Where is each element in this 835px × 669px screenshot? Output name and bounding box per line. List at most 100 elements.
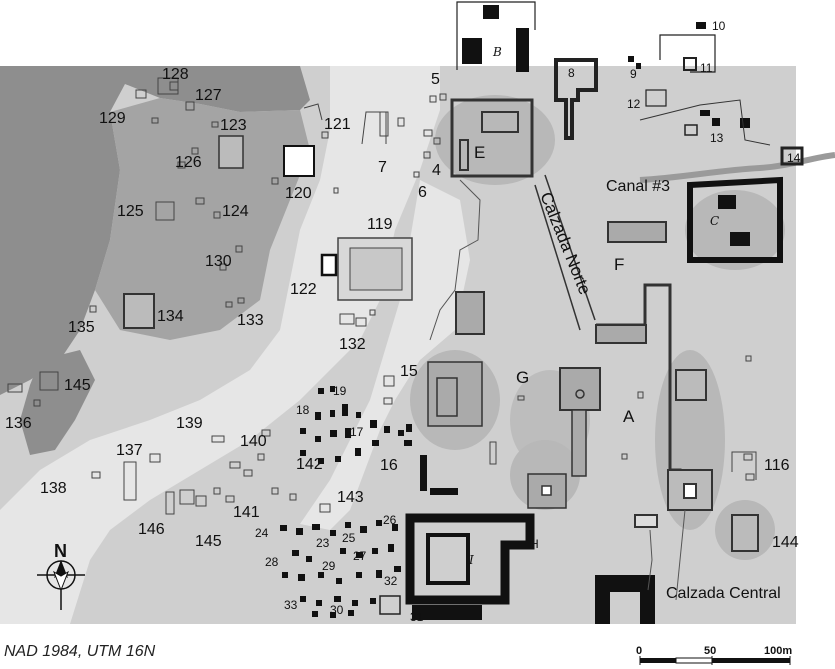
coordinate-system-label: NAD 1984, UTM 16N xyxy=(4,643,156,660)
label-E: E xyxy=(474,143,485,162)
label-C: C xyxy=(710,214,719,228)
struct-13b xyxy=(712,118,720,126)
label-139: 139 xyxy=(176,415,203,432)
group-e-west xyxy=(459,139,469,171)
group-134 xyxy=(123,293,155,329)
group-119-inner xyxy=(349,247,403,291)
label-24: 24 xyxy=(255,526,269,540)
label-32: 32 xyxy=(384,574,398,588)
scale-tick-50: 50 xyxy=(704,645,716,657)
label-4: 4 xyxy=(432,162,441,179)
group-h-core xyxy=(541,485,552,496)
scale-bar: 0 50 100m xyxy=(636,645,792,665)
struct-7-outline xyxy=(361,111,387,145)
label-143: 143 xyxy=(337,489,364,506)
group-c-outer xyxy=(687,176,783,263)
label-146: 146 xyxy=(138,521,165,538)
label-10: 10 xyxy=(712,19,726,33)
group-e-inner xyxy=(481,111,519,133)
path-central xyxy=(675,509,686,601)
group-8-outline xyxy=(554,58,598,140)
label-H: H xyxy=(530,537,539,551)
group-g-outer xyxy=(559,367,601,411)
map-labels: B 8 9 10 11 12 13 14 128 127 129 123 126… xyxy=(5,19,801,624)
label-F: F xyxy=(614,255,624,274)
label-145-south: 145 xyxy=(195,533,222,550)
label-6: 6 xyxy=(418,184,427,201)
label-126: 126 xyxy=(175,154,202,171)
label-12: 12 xyxy=(627,97,641,111)
struct-31 xyxy=(379,595,401,615)
group-bottom-block xyxy=(595,575,655,624)
group-a-pyramid xyxy=(675,369,707,401)
label-136: 136 xyxy=(5,415,32,432)
label-144: 144 xyxy=(772,534,799,551)
label-142: 142 xyxy=(296,456,323,473)
label-9: 9 xyxy=(630,67,637,81)
label-123: 123 xyxy=(220,117,247,134)
label-124: 124 xyxy=(222,203,249,220)
struct-9b xyxy=(636,63,641,69)
label-137: 137 xyxy=(116,442,143,459)
path-west xyxy=(429,179,481,341)
label-145-west: 145 xyxy=(64,377,91,394)
scale-tick-0: 0 xyxy=(636,645,642,657)
label-25: 25 xyxy=(342,531,356,545)
struct-13c xyxy=(740,118,750,128)
label-19: 19 xyxy=(333,384,347,398)
plaza-shade-e xyxy=(435,95,555,185)
north-label: N xyxy=(54,541,67,561)
label-A: A xyxy=(623,407,635,426)
terrain-lowland xyxy=(0,66,440,624)
group-144 xyxy=(731,514,759,552)
dwellings-cluster xyxy=(280,386,458,618)
struct-11-outline xyxy=(659,34,716,73)
struct-12 xyxy=(645,89,667,107)
label-141: 141 xyxy=(233,504,260,521)
group-c-struct-1 xyxy=(718,195,736,209)
label-11: 11 xyxy=(700,61,713,75)
label-33: 33 xyxy=(284,598,298,612)
label-I: I xyxy=(468,553,474,567)
group-b-struct-1 xyxy=(483,5,499,19)
struct-13-wall xyxy=(639,99,771,146)
calzada-norte-line-1 xyxy=(544,174,596,321)
label-120: 120 xyxy=(285,185,312,202)
label-30: 30 xyxy=(330,603,344,617)
struct-116-outline xyxy=(731,451,757,480)
group-b-struct-2 xyxy=(462,38,482,64)
label-140: 140 xyxy=(240,433,267,450)
swamp-dark xyxy=(0,66,310,395)
calzada-norte-line-2 xyxy=(534,184,581,331)
label-28: 28 xyxy=(265,555,279,569)
label-5: 5 xyxy=(431,71,440,88)
group-15-inner xyxy=(436,377,458,417)
group-g-north xyxy=(455,291,485,335)
group-122 xyxy=(320,253,338,277)
plaza-shade-c xyxy=(685,190,785,270)
label-15: 15 xyxy=(400,363,418,380)
label-8: 8 xyxy=(568,66,575,80)
group-i-south xyxy=(412,605,482,620)
group-a-south xyxy=(667,469,713,511)
struct-9 xyxy=(628,56,634,62)
terrain-lowland-2 xyxy=(300,180,470,530)
scale-tick-100m: 100m xyxy=(764,645,792,657)
label-121: 121 xyxy=(324,116,351,133)
label-116: 116 xyxy=(764,457,790,474)
label-17: 17 xyxy=(350,425,364,439)
struct-13d xyxy=(684,124,698,136)
label-27: 27 xyxy=(353,549,367,563)
struct-14 xyxy=(780,146,804,166)
group-g-col xyxy=(571,409,587,477)
label-14: 14 xyxy=(787,151,801,165)
label-G: G xyxy=(516,368,529,387)
label-7: 7 xyxy=(378,159,387,176)
label-13: 13 xyxy=(710,131,724,145)
label-135: 135 xyxy=(68,319,95,336)
label-canal-3: Canal #3 xyxy=(606,178,670,195)
label-23: 23 xyxy=(316,536,330,550)
group-e-outer xyxy=(450,98,534,178)
path-south xyxy=(647,529,653,591)
